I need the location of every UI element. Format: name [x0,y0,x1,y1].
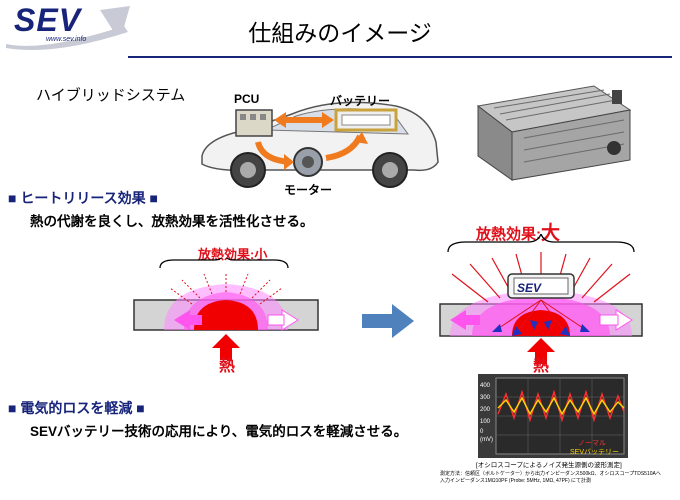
y-tick-300: 300 [480,395,491,401]
heat-release-heading: ■ ヒートリリース効果 ■ [8,190,159,206]
sev-logo [4,4,132,50]
large-effect-label: 放熱効果:大 [476,218,560,245]
y-tick-200: 200 [480,407,491,413]
hybrid-system-label: ハイブリッドシステム [36,86,186,104]
heat-diagram-small [133,258,319,360]
pcu-label: PCU [234,92,260,106]
small-effect-label: 放熱効果:小 [198,244,267,263]
heat-diagram-large [439,234,643,364]
oscilloscope-y-ticks: 400 300 200 100 0 (mV) [480,377,493,449]
heat-release-description: 熱の代謝を良くし、放熱効果を活性化させる。 [30,214,314,229]
sev-waveform [497,396,625,416]
blue-arrows-group [495,299,587,335]
logo-text: SEV [14,2,82,38]
brace-right [447,234,635,253]
oscilloscope-graph [478,374,628,458]
small-effect-value: 小 [254,247,268,262]
small-effect-prefix: 放熱効果: [198,247,255,262]
sev-device-label: SEV [517,281,542,295]
y-tick-0: 0 [480,429,484,435]
transition-arrow-icon [362,304,414,338]
y-tick-400: 400 [480,383,491,389]
electric-loss-heading-text: 電気的ロスを軽減 [20,400,133,416]
pcu-box [235,109,273,137]
oscilloscope-note: 測定方法：信頼区（ボルトケーター）から出力インピーダンス500kΩ、オシロスコー… [440,471,676,485]
large-effect-value: 大 [541,223,561,244]
battery-label: バッテリー [330,94,391,108]
inverter-unit-illustration [476,85,632,181]
electric-loss-heading: ■ 電気的ロスを軽減 ■ [8,400,145,416]
electric-loss-description: SEVバッテリー技術の応用により、電気的ロスを軽減させる。 [30,424,408,439]
heat-core-right [512,310,570,336]
title-underline [128,56,672,58]
motor-label: モーター [284,183,333,197]
brace-left [159,258,289,269]
y-tick-unit: (mV) [480,437,493,443]
heat-release-heading-text: ヒートリリース効果 [20,190,146,206]
heat-core-left [194,300,258,330]
legend-normal: ノーマル [578,440,606,447]
heat-arrow-left [212,334,240,360]
legend-sev: SEVバッテリー [570,449,620,456]
note-line-2: 入力インピーダンス1MΩ10PF (Probe: 5MHz, 1MΩ, 47PF… [440,478,592,484]
note-line-1: 測定方法：信頼区（ボルトケーター）から出力インピーダンス500kΩ、オシロスコー… [440,471,661,477]
hybrid-car-illustration [201,101,439,188]
heat-label-right: 熱 [533,358,550,375]
logo-swoosh-icon [6,6,130,50]
normal-waveform [497,389,625,423]
heat-rays-left [169,272,283,305]
page-title: 仕組みのイメージ [248,21,432,47]
large-effect-prefix: 放熱効果: [476,226,541,243]
logo-url: www.sev.info [46,36,87,43]
oscilloscope-caption: [オシロスコープによるノイズ発生源側の波形測定] [476,462,622,469]
heat-label-left: 熱 [219,358,236,375]
heat-arrow-right [527,338,555,364]
y-tick-100: 100 [480,419,491,425]
